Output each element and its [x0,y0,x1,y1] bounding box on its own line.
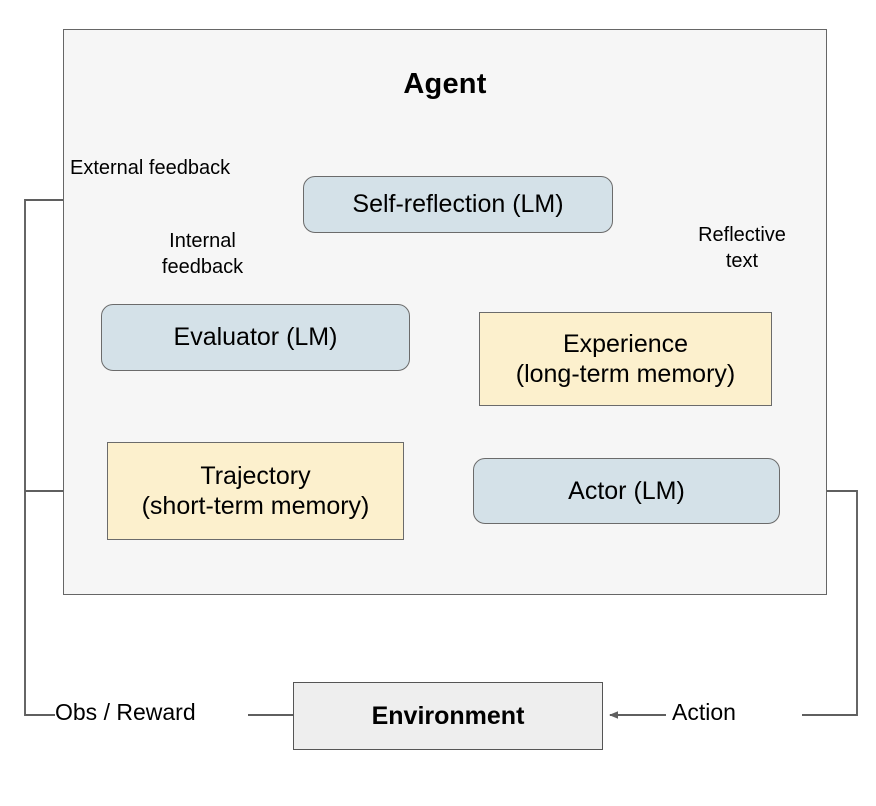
node-actor[interactable]: Actor (LM) [473,458,780,524]
agent-title: Agent [403,68,487,100]
node-evaluator[interactable]: Evaluator (LM) [101,304,410,371]
label-internal-feedback: Internal feedback [161,230,244,278]
label-external-feedback: External feedback [70,157,231,179]
label-action: Action [672,699,736,725]
node-self-reflection[interactable]: Self-reflection (LM) [303,176,613,233]
node-experience[interactable]: Experience (long-term memory) [479,312,772,406]
node-environment[interactable]: Environment [293,682,603,750]
label-reflective-text: Reflective text [698,224,786,272]
label-obs-reward: Obs / Reward [55,699,196,725]
node-trajectory[interactable]: Trajectory (short-term memory) [107,442,404,540]
